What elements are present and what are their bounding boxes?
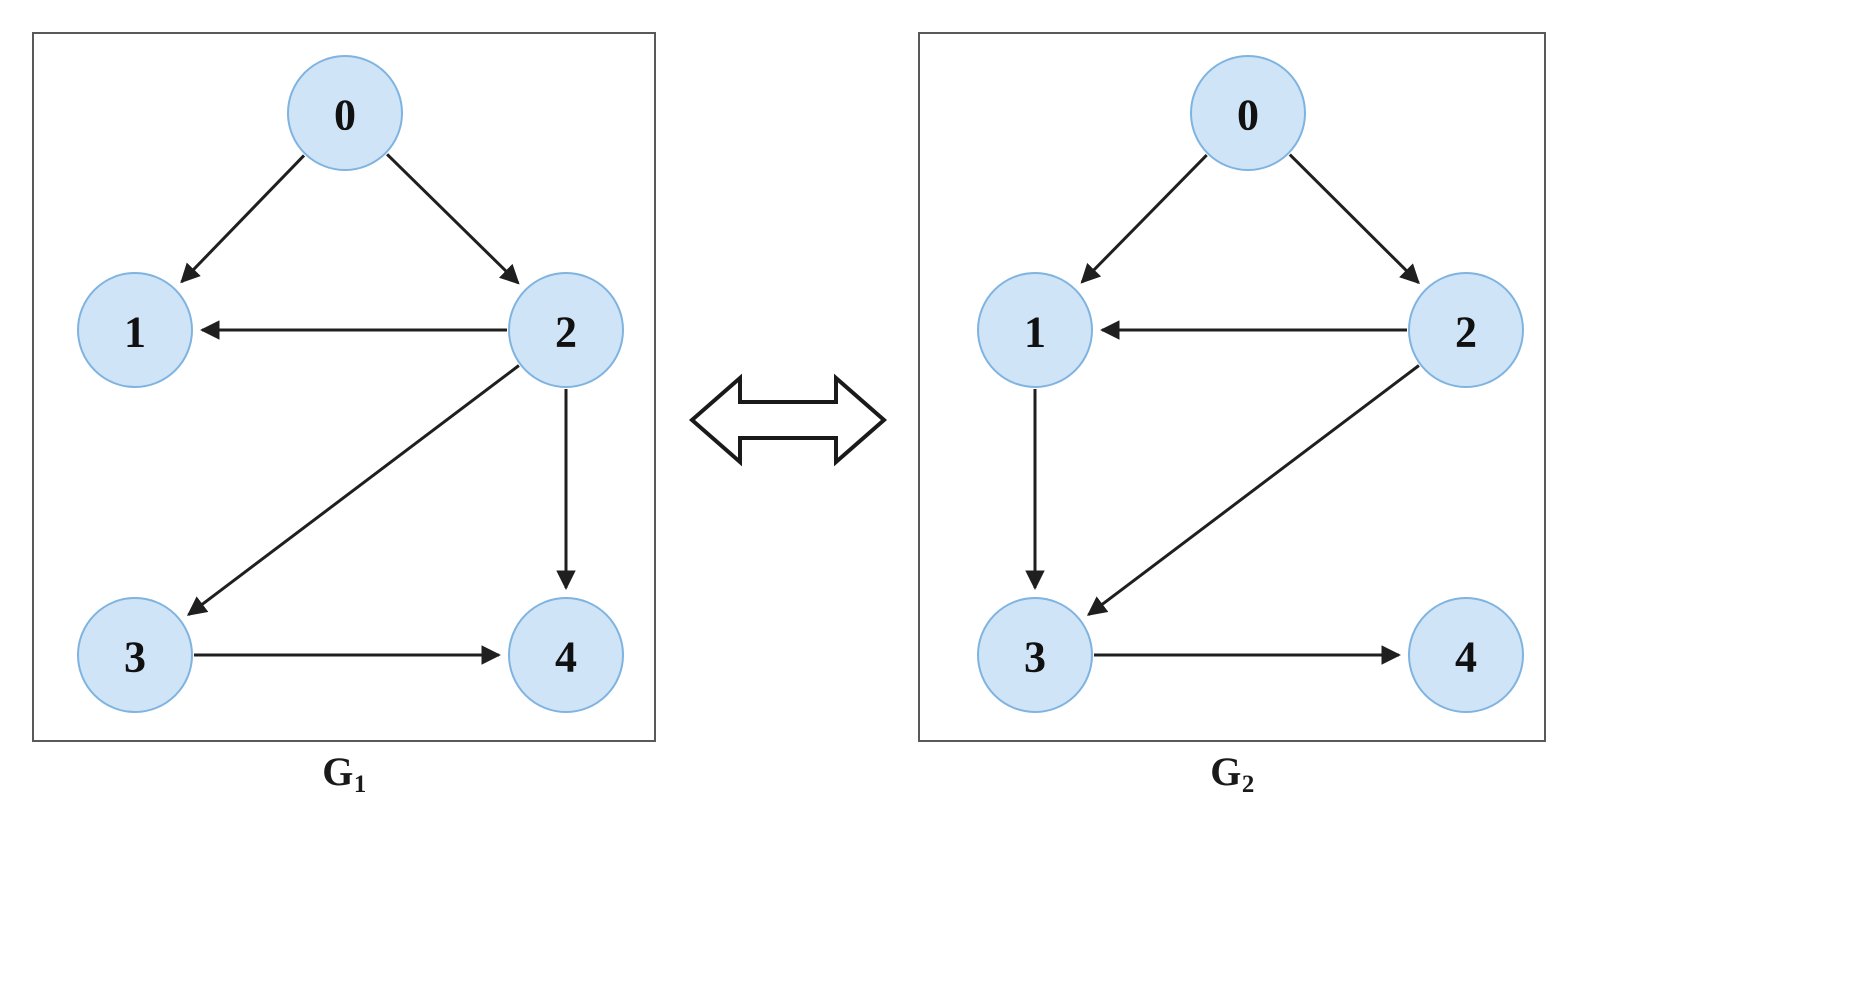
graph-node-G1-2[interactable]: 2 bbox=[508, 272, 624, 388]
graph-node-G2-4[interactable]: 4 bbox=[1408, 597, 1524, 713]
graph-edge-G1-2-to-3 bbox=[186, 364, 520, 616]
panel-caption-g2: G2 bbox=[918, 749, 1546, 797]
node-circle-G2-2 bbox=[1408, 272, 1524, 388]
node-circle-G2-3 bbox=[977, 597, 1093, 713]
node-label-G1-2: 2 bbox=[555, 308, 577, 357]
graph-edge-G1-0-to-2 bbox=[386, 153, 520, 285]
node-circle-G1-1 bbox=[77, 272, 193, 388]
caption-g2-sub: 2 bbox=[1241, 770, 1255, 798]
node-label-G1-4: 4 bbox=[555, 633, 577, 682]
double-headed-arrow-icon bbox=[688, 373, 888, 467]
node-label-G2-2: 2 bbox=[1455, 308, 1477, 357]
panel-caption-g1: G1 bbox=[32, 749, 656, 797]
graph-edge-G2-0-to-2 bbox=[1288, 153, 1420, 285]
node-label-G2-4: 4 bbox=[1455, 633, 1477, 682]
graph-node-G1-0[interactable]: 0 bbox=[287, 55, 403, 171]
graph-edge-G1-0-to-1 bbox=[180, 154, 306, 284]
edges-layer bbox=[180, 153, 1420, 665]
graph-node-G2-1[interactable]: 1 bbox=[977, 272, 1093, 388]
node-circle-G1-0 bbox=[287, 55, 403, 171]
node-circle-G1-4 bbox=[508, 597, 624, 713]
graph-node-G1-4[interactable]: 4 bbox=[508, 597, 624, 713]
node-circle-G2-1 bbox=[977, 272, 1093, 388]
graph-node-G1-3[interactable]: 3 bbox=[77, 597, 193, 713]
caption-g2-main: G bbox=[1210, 749, 1242, 794]
node-circle-G2-0 bbox=[1190, 55, 1306, 171]
graph-node-G2-2[interactable]: 2 bbox=[1408, 272, 1524, 388]
graph-node-G1-1[interactable]: 1 bbox=[77, 272, 193, 388]
node-circle-G1-2 bbox=[508, 272, 624, 388]
node-label-G2-3: 3 bbox=[1024, 633, 1046, 682]
node-circle-G2-4 bbox=[1408, 597, 1524, 713]
nodes-layer: 0 1 2 3 4 0 1 2 3 4 bbox=[77, 55, 1524, 713]
node-label-G1-0: 0 bbox=[334, 91, 356, 140]
node-circle-G1-3 bbox=[77, 597, 193, 713]
node-label-G2-0: 0 bbox=[1237, 91, 1259, 140]
caption-g1-main: G bbox=[322, 749, 354, 794]
node-label-G2-1: 1 bbox=[1024, 308, 1046, 357]
node-label-G1-3: 3 bbox=[124, 633, 146, 682]
graph-edge-G2-2-to-3 bbox=[1086, 364, 1420, 616]
graph-node-G2-3[interactable]: 3 bbox=[977, 597, 1093, 713]
graph-edge-G2-0-to-1 bbox=[1080, 154, 1208, 284]
node-label-G1-1: 1 bbox=[124, 308, 146, 357]
graph-node-G2-0[interactable]: 0 bbox=[1190, 55, 1306, 171]
caption-g1-sub: 1 bbox=[353, 770, 367, 798]
